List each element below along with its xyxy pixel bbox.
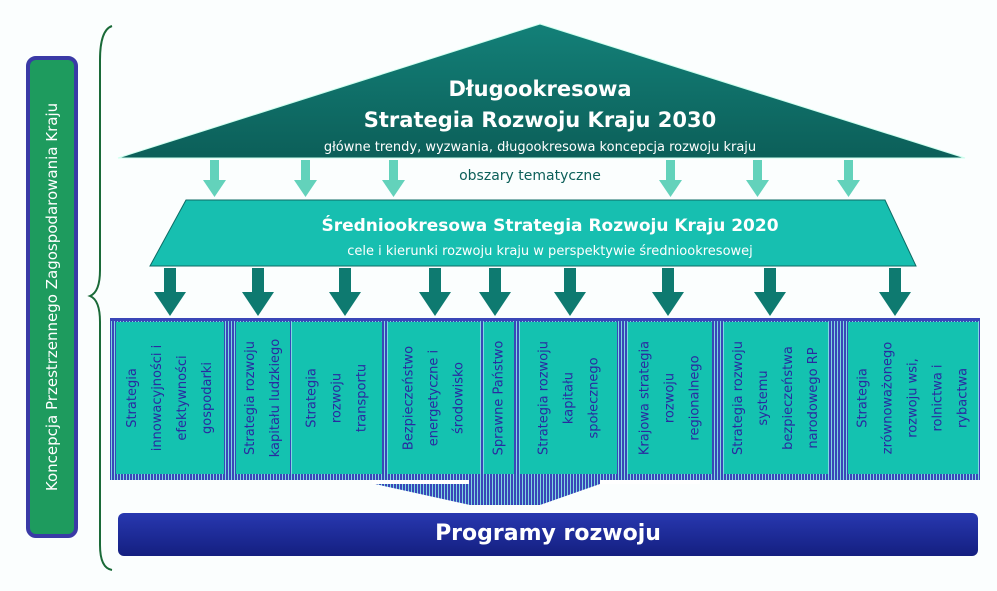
strategy-label-line: Bezpieczeństwo	[401, 345, 417, 451]
strategy-label-line: rozwoju	[662, 372, 678, 424]
strategy-label: Strategia rozwoju kapitału społecznego	[531, 341, 606, 455]
strategy-label-line: Strategia rozwoju	[243, 341, 258, 455]
programs-bar	[118, 513, 978, 556]
strategy-label-line: Sprawne Państwo	[491, 340, 507, 456]
strategy-label-line: kapitału ludzkiego	[268, 338, 283, 458]
spatial-concept-box	[26, 56, 78, 538]
strategy-label-line: gospodarki	[200, 362, 215, 434]
long-term-title-1: Długookresowa	[448, 77, 632, 101]
strategy-box: Sprawne Państwo	[484, 322, 514, 474]
strategy-label-line: zrównoważonego	[880, 341, 896, 455]
arrow	[837, 160, 860, 197]
mid-term-title: Średniookresowa Strategia Rozwoju Kraju …	[321, 216, 779, 236]
strategy-label-line: rozwoju wsi,	[905, 358, 921, 438]
strategy-label-line: rolnictwa i	[930, 364, 946, 432]
strategy-label: Strategia rozwoju systemu bezpieczeństwa na…	[726, 341, 826, 455]
arrow	[746, 160, 769, 197]
strategy-label-line: Strategia rozwoju	[731, 341, 746, 455]
mid-arrows	[154, 268, 911, 316]
strategy-label-line: energetyczne i	[426, 349, 442, 447]
strategy-box: Strategia rozwoju transportu	[292, 322, 382, 474]
arrow	[659, 160, 682, 197]
strategy-box: Bezpieczeństwo energetyczne i środowisko	[388, 322, 480, 474]
strategy-label-line: Strategia	[855, 368, 871, 428]
strategy-label-line: Strategia rozwoju	[536, 341, 551, 455]
strategy-label-line: innowacyjności i	[150, 344, 165, 452]
strategy-label-line: bezpieczeństwa	[781, 346, 796, 450]
thematic-arrows	[203, 160, 860, 197]
spatial-concept-label: Koncepcja Przestrzennego Zagospodarowani…	[43, 102, 61, 492]
strategy-label-line: efektywności	[175, 355, 190, 441]
strategy-label: Strategia zrównoważonego rozwoju wsi, rolni…	[851, 342, 976, 454]
strategy-label-line: transportu	[354, 363, 370, 433]
bracket	[87, 25, 113, 571]
strategy-label: Strategia rozwoju transportu	[300, 364, 375, 432]
strategy-box: Strategia rozwoju kapitału społecznego	[520, 322, 617, 474]
strategy-label-line: rybactwa	[955, 367, 971, 429]
strategy-label: Bezpieczeństwo energetyczne i środowisko	[397, 346, 472, 450]
strategy-label: Sprawne Państwo	[487, 341, 512, 456]
strategy-label-line: rozwoju	[329, 372, 345, 424]
mid-term-trapezoid	[149, 199, 917, 267]
arrow	[294, 160, 317, 197]
strategy-box: Krajowa strategia rozwoju regionalnego	[628, 322, 712, 474]
strategy-label: Krajowa strategia rozwoju regionalnego	[633, 341, 708, 455]
strategy-box: Strategia rozwoju kapitału ludzkiego	[236, 322, 290, 474]
strategy-label-line: systemu	[756, 370, 771, 426]
long-term-title-2: Strategia Rozwoju Kraju 2030	[363, 108, 717, 132]
strategy-label-line: Strategia	[125, 368, 140, 428]
long-term-triangle	[117, 23, 966, 159]
strategy-label-line: środowisko	[451, 361, 467, 435]
merge-arrow	[372, 470, 700, 505]
programs-label: Programy rozwoju	[435, 521, 661, 546]
long-term-subtitle: główne trendy, wyzwania, długookresowa k…	[323, 140, 757, 155]
strategy-label: Strategia innowacyjności i efektywności gos…	[120, 345, 220, 452]
strategy-label-line: Strategia	[304, 368, 320, 428]
arrow	[382, 160, 405, 197]
strategy-label: Strategia rozwoju kapitału ludzkiego	[238, 339, 288, 458]
mid-term-subtitle: cele i kierunki rozwoju kraju w perspekt…	[347, 244, 753, 259]
strategy-label-line: regionalnego	[687, 355, 703, 441]
strategy-box: Strategia innowacyjności i efektywności gos…	[116, 322, 224, 474]
thematic-areas-label: obszary tematyczne	[459, 168, 601, 184]
strategy-box: Strategia rozwoju systemu bezpieczeństwa na…	[724, 322, 828, 474]
strategy-label-line: kapitału	[561, 371, 576, 425]
strategy-box: Strategia zrównoważonego rozwoju wsi, rolni…	[848, 322, 978, 474]
strategy-label-line: społecznego	[586, 357, 601, 439]
arrow	[203, 160, 226, 197]
strategy-label-line: Krajowa strategia	[637, 340, 653, 456]
strategy-label-line: narodowego RP	[806, 347, 821, 449]
